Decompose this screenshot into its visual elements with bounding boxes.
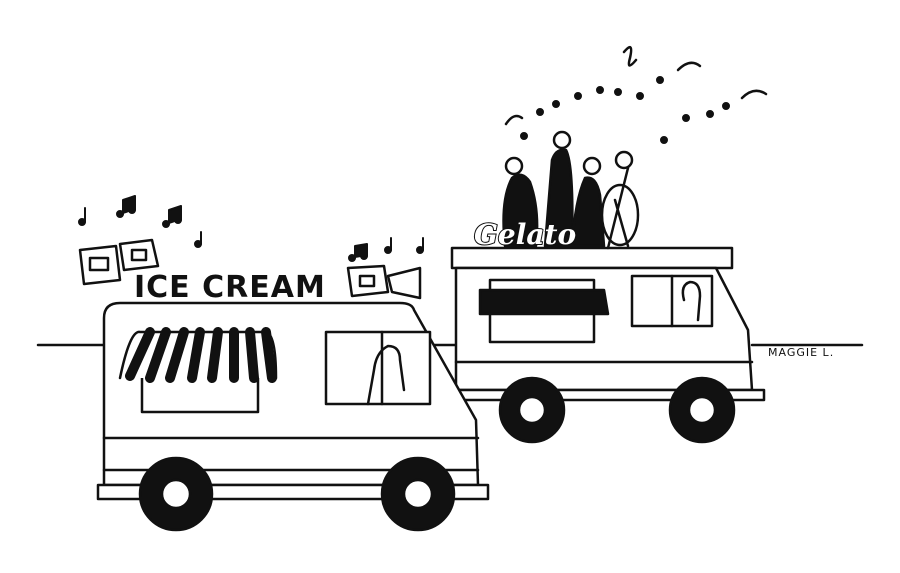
loudspeakers: [78, 238, 422, 300]
string-quartet: [502, 130, 640, 250]
gelato-truck: [450, 246, 766, 444]
ice-cream-truck: [96, 301, 490, 532]
music-notes: [78, 76, 730, 262]
ice-cream-sign: ICE CREAM: [134, 270, 326, 305]
artist-signature: MAGGIE L.: [768, 346, 835, 359]
gelato-sign: Gelato: [473, 217, 577, 252]
